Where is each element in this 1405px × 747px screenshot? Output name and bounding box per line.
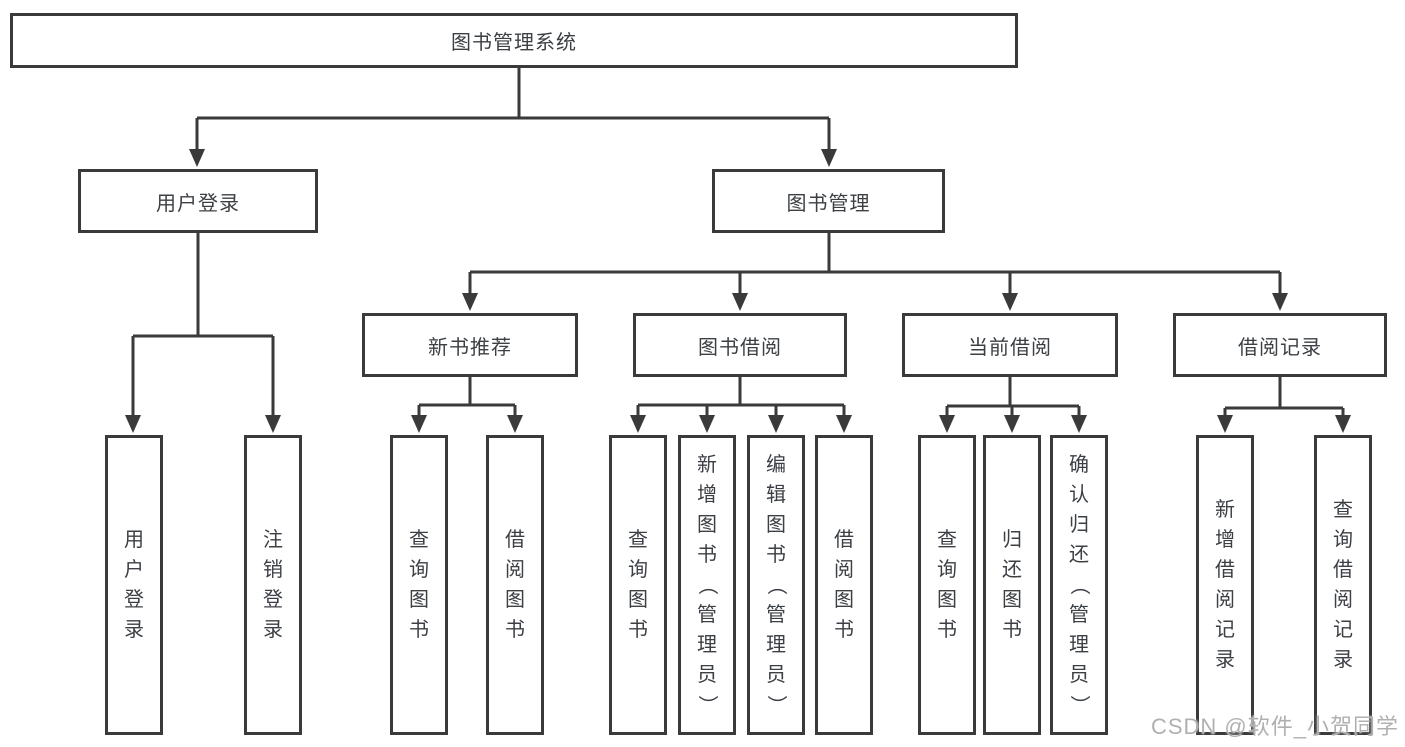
node-new-book-recommend: 新书推荐 xyxy=(362,313,578,377)
leaf-user-login: 用户登录 xyxy=(105,435,163,735)
leaf-borrow-edit-books-admin: 编辑图书（管理员） xyxy=(747,435,805,735)
node-library-management-system: 图书管理系统 xyxy=(10,13,1018,68)
node-label: 当前借阅 xyxy=(968,336,1052,359)
leaf-borrow-query-books: 查询图书 xyxy=(609,435,667,735)
leaf-records-add-record: 新增借阅记录 xyxy=(1196,435,1254,735)
leaf-current-return-books: 归还图书 xyxy=(983,435,1041,735)
connector-current-to-leaves xyxy=(939,377,1087,433)
connector-root-to-level2 xyxy=(189,68,837,167)
leaf-logout: 注销登录 xyxy=(244,435,302,735)
node-book-borrowing: 图书借阅 xyxy=(633,313,847,377)
node-user-login: 用户登录 xyxy=(78,169,318,233)
node-label: 借阅记录 xyxy=(1238,336,1322,359)
leaf-current-confirm-return-admin: 确认归还（管理员） xyxy=(1050,435,1108,735)
leaf-recommend-borrow-books: 借阅图书 xyxy=(486,435,544,735)
node-label: 图书管理系统 xyxy=(451,32,577,54)
connector-records-to-leaves xyxy=(1217,377,1351,433)
node-book-management: 图书管理 xyxy=(712,169,945,233)
node-label: 新书推荐 xyxy=(428,336,512,359)
leaf-recommend-query-books: 查询图书 xyxy=(390,435,448,735)
node-label: 图书借阅 xyxy=(698,336,782,359)
node-current-borrowing: 当前借阅 xyxy=(902,313,1118,377)
connector-recommend-to-leaves xyxy=(411,377,523,433)
connector-user-login-to-leaves xyxy=(125,233,281,433)
leaf-current-query-books: 查询图书 xyxy=(918,435,976,735)
leaf-borrow-borrow-books: 借阅图书 xyxy=(815,435,873,735)
connector-book-mgmt-to-level3 xyxy=(462,233,1288,311)
node-label: 用户登录 xyxy=(156,192,240,215)
node-borrowing-records: 借阅记录 xyxy=(1173,313,1387,377)
csdn-watermark: CSDN @软件_小贺同学 xyxy=(1150,714,1399,739)
connector-borrow-to-leaves xyxy=(630,377,852,433)
leaf-records-query-record: 查询借阅记录 xyxy=(1314,435,1372,735)
leaf-borrow-add-books-admin: 新增图书（管理员） xyxy=(678,435,736,735)
node-label: 图书管理 xyxy=(786,192,871,215)
